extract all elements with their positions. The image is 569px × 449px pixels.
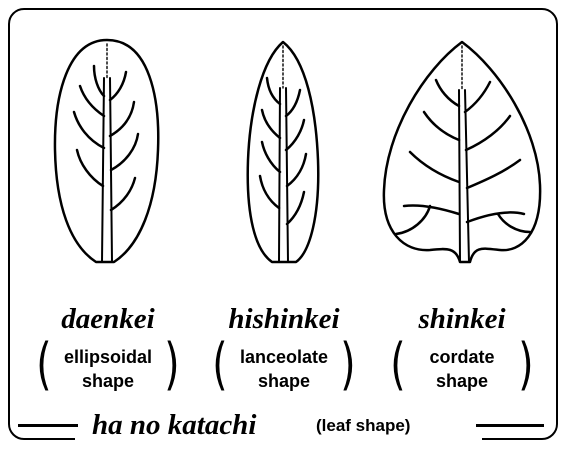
- leaf-desc-lanceolate: ( lanceolate shape ): [209, 341, 359, 401]
- leaf-desc-line1: lanceolate: [229, 345, 339, 369]
- right-paren-glyph: ): [518, 335, 533, 395]
- ellipsoidal-veins: [74, 66, 138, 210]
- caption-left-line: [18, 424, 78, 427]
- lanceolate-leaf: [248, 42, 319, 262]
- cordate-veins: [396, 80, 530, 234]
- leaf-desc-line2: shape: [229, 369, 339, 393]
- left-paren-glyph: (: [212, 335, 227, 395]
- left-paren-glyph: (: [390, 335, 405, 395]
- leaf-desc-cordate: ( cordate shape ): [387, 341, 537, 401]
- diagram-caption: ha no katachi (leaf shape): [0, 405, 569, 445]
- leaf-desc-line1: ellipsoidal: [53, 345, 163, 369]
- leaf-name-shinkei: shinkei: [387, 303, 537, 336]
- caption-sub-text: (leaf shape): [316, 405, 410, 447]
- right-paren-glyph: ): [164, 335, 179, 395]
- leaf-desc-line2: shape: [53, 369, 163, 393]
- cordate-midrib: [459, 90, 469, 262]
- leaf-name-hishinkei: hishinkei: [209, 303, 359, 336]
- left-paren-glyph: (: [36, 335, 51, 395]
- right-paren-glyph: ): [340, 335, 355, 395]
- leaf-desc-text: lanceolate shape: [229, 345, 339, 393]
- leaf-name-daenkei: daenkei: [33, 303, 183, 336]
- leaf-desc-text: ellipsoidal shape: [53, 345, 163, 393]
- leaf-desc-ellipsoidal: ( ellipsoidal shape ): [33, 341, 183, 401]
- caption-right-line: [476, 424, 544, 427]
- ellipsoidal-leaf: [55, 40, 158, 262]
- cordate-leaf: [384, 42, 540, 262]
- lanceolate-veins: [260, 78, 306, 224]
- caption-main-text: ha no katachi: [92, 405, 256, 445]
- leaf-desc-line1: cordate: [407, 345, 517, 369]
- leaf-desc-text: cordate shape: [407, 345, 517, 393]
- leaf-desc-line2: shape: [407, 369, 517, 393]
